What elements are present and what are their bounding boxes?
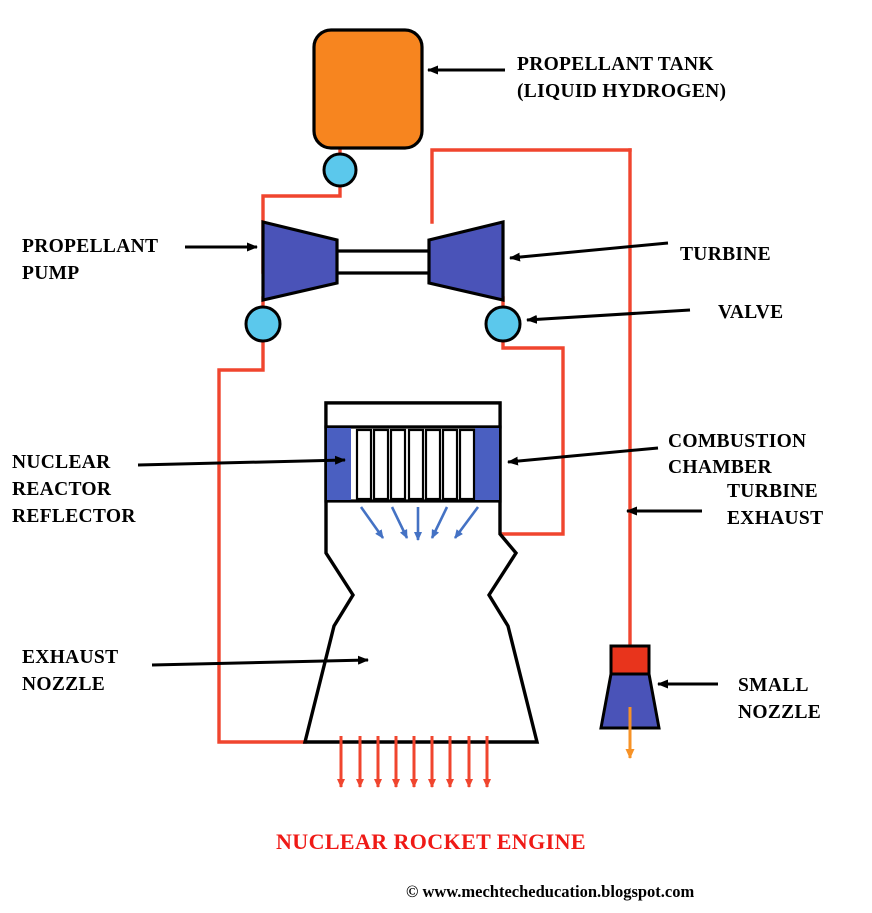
valves-group: [244, 152, 522, 343]
turbine-outlet-valve[interactable]: [484, 305, 522, 343]
nozzle-exhaust-arrows: [337, 736, 491, 788]
figure-credit: © www.mechtecheducation.blogspot.com: [406, 882, 694, 901]
fuel-element: [424, 428, 442, 501]
leader-combustion-chamber: [507, 446, 659, 466]
fuel-element: [441, 428, 459, 501]
label-combustion-chamber-line2: CHAMBER: [668, 457, 773, 478]
label-turbine-exhaust-line2: EXHAUST: [727, 508, 823, 529]
core-flow-arrows: [359, 506, 480, 541]
label-reflector-line1: NUCLEAR: [12, 452, 111, 473]
reflector-panel-right[interactable]: [475, 428, 499, 500]
turbopump-assembly: [261, 219, 505, 303]
leader-exhaust-nozzle: [151, 655, 369, 667]
label-propellant-pump-line1: PROPELLANT: [22, 236, 158, 257]
label-small-nozzle-line2: NOZZLE: [738, 702, 821, 723]
fuel-element: [372, 428, 390, 501]
label-propellant-pump-line2: PUMP: [22, 263, 80, 284]
label-valve: VALVE: [718, 302, 783, 323]
pump-outlet-valve[interactable]: [244, 305, 282, 343]
small-nozzle[interactable]: [599, 644, 661, 759]
fuel-element: [355, 428, 373, 501]
label-reflector-line2: REACTOR: [12, 479, 112, 500]
label-turbine-exhaust-line1: TURBINE: [727, 481, 818, 502]
label-small-nozzle-line1: SMALL: [738, 675, 809, 696]
label-exhaust-nozzle-line2: NOZZLE: [22, 674, 105, 695]
core-flow-arrow: [359, 506, 385, 539]
turbine[interactable]: [427, 219, 505, 303]
fuel-elements: [355, 428, 476, 501]
label-propellant-tank-line1: PROPELLANT TANK: [517, 54, 714, 75]
leader-reflector: [137, 455, 346, 467]
core-flow-arrow: [453, 506, 480, 539]
fuel-element: [407, 428, 425, 501]
fuel-element: [389, 428, 407, 501]
propellant-tank[interactable]: [312, 28, 424, 150]
propellant-tank-body[interactable]: [312, 28, 424, 150]
core-flow-arrow: [390, 506, 409, 539]
figure-title: NUCLEAR ROCKET ENGINE: [276, 829, 586, 854]
labels-group: PROPELLANT TANK (LIQUID HYDROGEN) PROPEL…: [12, 54, 823, 723]
tank-outlet-valve[interactable]: [322, 152, 358, 188]
pipe-pump-cooling-jacket-line: [217, 338, 307, 744]
pipe-turbinevalve-to-chamber: [498, 338, 565, 536]
label-propellant-tank-line2: (LIQUID HYDROGEN): [517, 81, 726, 102]
leader-valve: [526, 308, 691, 324]
inlet-plenum: [324, 401, 502, 429]
label-reflector-line3: REFLECTOR: [12, 506, 136, 527]
small-nozzle-body[interactable]: [599, 672, 661, 730]
pipe-chamber-to-turbine-inlet: [430, 148, 632, 224]
label-combustion-chamber-line1: COMBUSTION: [668, 431, 806, 452]
propellant-pump[interactable]: [261, 219, 339, 303]
callout-leaders: [137, 65, 718, 689]
reflector-panel-left[interactable]: [327, 428, 351, 500]
label-exhaust-nozzle-line1: EXHAUST: [22, 647, 118, 668]
small-nozzle-top-block[interactable]: [609, 644, 651, 676]
label-turbine: TURBINE: [680, 244, 771, 265]
leader-turbine: [509, 241, 669, 262]
core-flow-arrow: [430, 506, 449, 539]
fuel-element: [458, 428, 476, 501]
